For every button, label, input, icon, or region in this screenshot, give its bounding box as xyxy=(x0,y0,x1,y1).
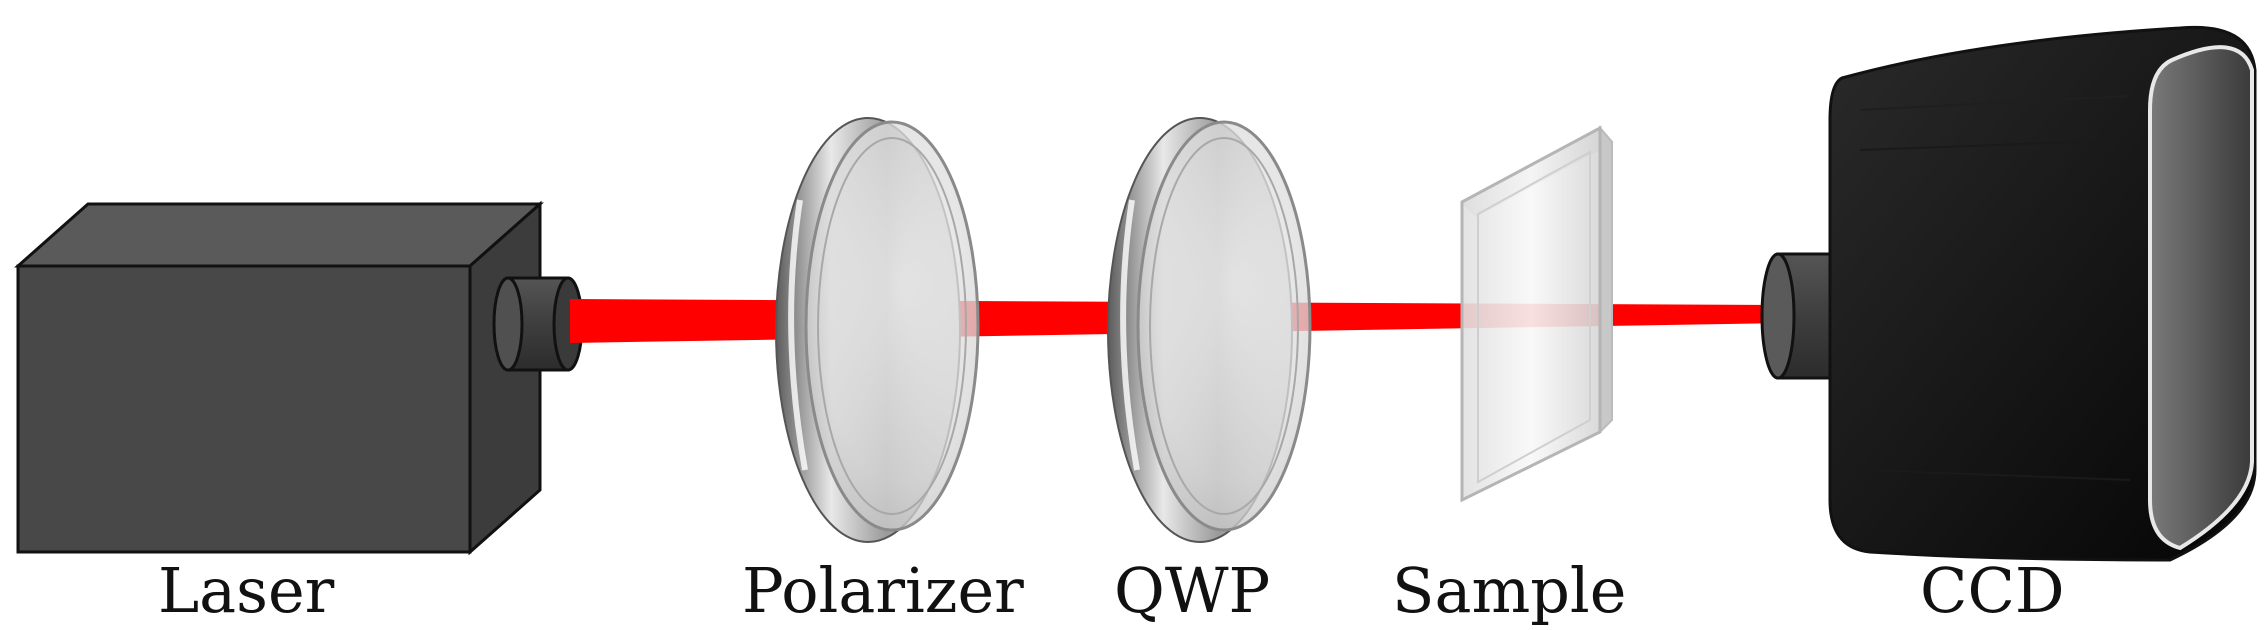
laser-front-face xyxy=(16,264,472,554)
sample-plate xyxy=(1460,125,1614,503)
qwp-label: QWP xyxy=(1114,554,1270,627)
ccd-side-face xyxy=(2148,45,2254,551)
laser-label: Laser xyxy=(158,554,335,627)
polarizer-label: Polarizer xyxy=(742,554,1024,627)
qwp-lens xyxy=(1107,117,1312,543)
ccd-label: CCD xyxy=(1920,554,2065,627)
laser-device xyxy=(14,200,584,556)
qwp-face xyxy=(1136,120,1312,532)
polarizer-lens xyxy=(775,117,980,543)
sample-label: Sample xyxy=(1392,554,1626,627)
laser-side-face xyxy=(468,200,542,556)
laser-top-face xyxy=(14,202,544,268)
sample-face xyxy=(1460,125,1602,503)
ccd-camera xyxy=(1760,25,2257,562)
polarizer-face xyxy=(804,120,980,532)
